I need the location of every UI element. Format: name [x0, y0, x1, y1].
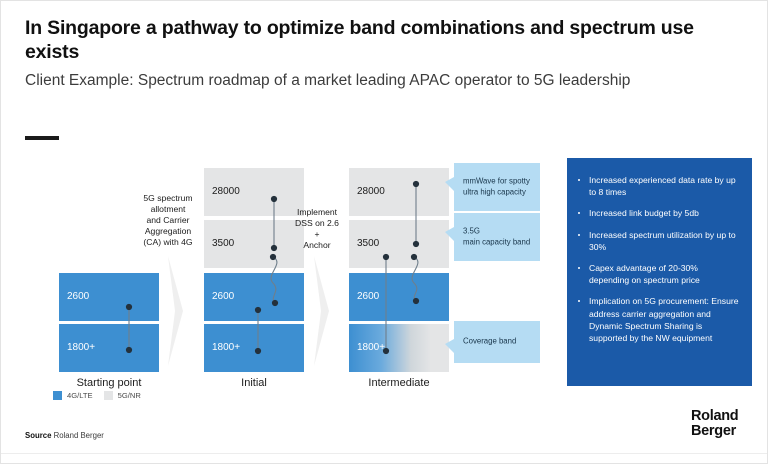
- band-1800-s3: 1800+: [349, 324, 449, 372]
- band-label: 1800+: [212, 342, 241, 353]
- band-label: 1800+: [67, 342, 96, 353]
- source-note: Source Roland Berger: [25, 431, 104, 440]
- callout-text: Coverage band: [463, 336, 517, 346]
- page-title: In Singapore a pathway to optimize band …: [25, 17, 694, 63]
- band-label: 3500: [212, 238, 235, 249]
- band-1800-s1: 1800+: [59, 324, 159, 372]
- source-value: Roland Berger: [53, 431, 104, 440]
- band-label: 2600: [357, 291, 380, 302]
- band-2600-s2: 2600: [204, 273, 304, 321]
- roland-berger-logo: Roland Berger: [691, 408, 739, 440]
- benefits-list: Increased experienced data rate by up to…: [567, 158, 752, 344]
- stage-label-intermediate: Intermediate: [368, 377, 430, 389]
- band-2600-s3: 2600: [349, 273, 449, 321]
- band-label: 2600: [67, 291, 90, 302]
- stage-label-initial: Initial: [241, 377, 267, 389]
- callout-tail: [445, 177, 454, 191]
- benefit-item: Increased experienced data rate by up to…: [575, 174, 740, 198]
- benefit-item: Implication on 5G procurement: Ensure ad…: [575, 295, 740, 344]
- benefit-item: Increased link budget by 5db: [575, 207, 740, 219]
- title-rule: [25, 136, 59, 140]
- stage-label-starting-point: Starting point: [76, 377, 142, 389]
- band-3500-s2: 3500: [204, 220, 304, 268]
- source-label: Source: [25, 431, 52, 440]
- band-label: 3500: [357, 238, 380, 249]
- legend-label-4g: 4G/LTE: [67, 391, 93, 400]
- callout-tail: [445, 227, 454, 241]
- band-2600-s1: 2600: [59, 273, 159, 321]
- logo-line-1: Roland: [691, 408, 739, 424]
- roadmap-diagram: 2600 1800+ Starting point 28000 3500 260…: [1, 151, 767, 401]
- page-subtitle: Client Example: Spectrum roadmap of a ma…: [25, 72, 631, 89]
- band-label: 28000: [357, 186, 385, 197]
- band-3500-s3: 3500: [349, 220, 449, 268]
- band-28000-s3: 28000: [349, 168, 449, 216]
- benefit-item: Capex advantage of 20-30% depending on s…: [575, 262, 740, 286]
- band-label: 2600: [212, 291, 235, 302]
- footer-divider: [1, 453, 767, 454]
- band-label: 28000: [212, 186, 240, 197]
- legend-swatch-4g: [53, 391, 62, 400]
- benefit-item: Increased spectrum utilization by up to …: [575, 229, 740, 253]
- band-label: 1800+: [357, 342, 386, 353]
- logo-line-2: Berger: [691, 423, 736, 440]
- legend-swatch-5g: [103, 391, 113, 400]
- band-28000-s2: 28000: [204, 168, 304, 216]
- band-1800-s2: 1800+: [204, 324, 304, 372]
- benefits-panel: Increased experienced data rate by up to…: [567, 158, 752, 386]
- callout-coverage: Coverage band: [445, 321, 540, 363]
- callout-tail: [445, 339, 454, 353]
- legend: 4G/LTE 5G/NR: [53, 391, 147, 400]
- legend-label-5g: 5G/NR: [117, 391, 141, 400]
